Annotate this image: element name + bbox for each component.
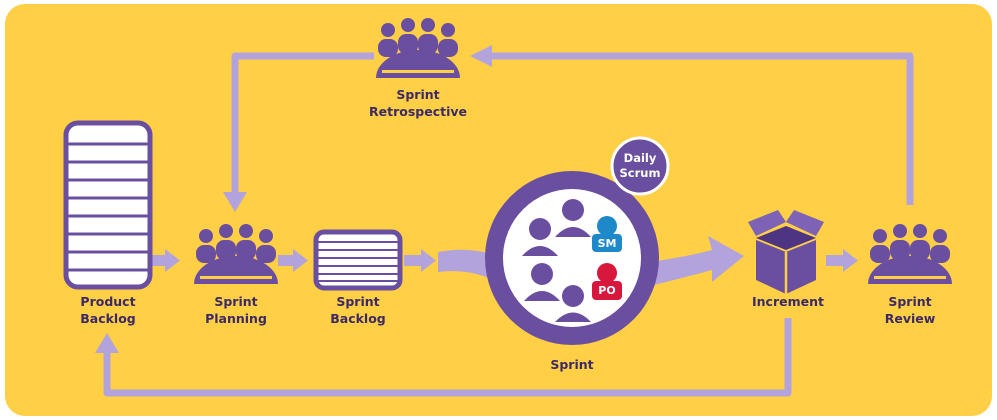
team-member-icon bbox=[555, 199, 591, 237]
sprint-review-label: Sprint Review bbox=[884, 294, 936, 326]
team-meeting-icon bbox=[376, 18, 460, 78]
product-owner-icon bbox=[592, 263, 622, 300]
sprint-backlog-label: Sprint Backlog bbox=[330, 294, 386, 326]
backlog-to-sprint-swoosh bbox=[438, 249, 498, 282]
product-backlog-icon bbox=[63, 120, 153, 290]
retrospective-to-planning-arrow bbox=[231, 52, 374, 195]
team-meeting-icon bbox=[868, 224, 952, 284]
product-owner-badge: PO bbox=[598, 284, 616, 297]
daily-scrum-label: Daily Scrum bbox=[619, 151, 661, 180]
sprint-to-increment-arrow bbox=[650, 236, 744, 286]
daily-scrum-bubble bbox=[610, 136, 670, 196]
team-meeting-icon bbox=[194, 224, 278, 284]
background-panel bbox=[5, 4, 992, 416]
team-member-icon bbox=[555, 285, 591, 322]
sprint-planning-label: Sprint Planning bbox=[205, 294, 267, 326]
team-member-icon bbox=[522, 218, 558, 256]
increment-to-product-backlog-arrow bbox=[103, 318, 792, 397]
scrum-master-icon bbox=[592, 216, 622, 252]
sprint-retrospective-label: Sprint Retrospective bbox=[369, 87, 467, 119]
increment-label: Increment bbox=[752, 294, 824, 309]
sprint-label: Sprint bbox=[550, 357, 594, 372]
scrum-team-members bbox=[522, 199, 591, 322]
scrum-master-badge: SM bbox=[597, 237, 617, 250]
product-backlog-label: Product Backlog bbox=[80, 294, 136, 326]
team-member-icon bbox=[524, 263, 560, 301]
open-box-icon bbox=[748, 210, 824, 294]
sprint-backlog-icon bbox=[313, 229, 403, 291]
forward-arrows bbox=[150, 249, 858, 272]
review-to-retrospective-arrow bbox=[488, 52, 914, 205]
